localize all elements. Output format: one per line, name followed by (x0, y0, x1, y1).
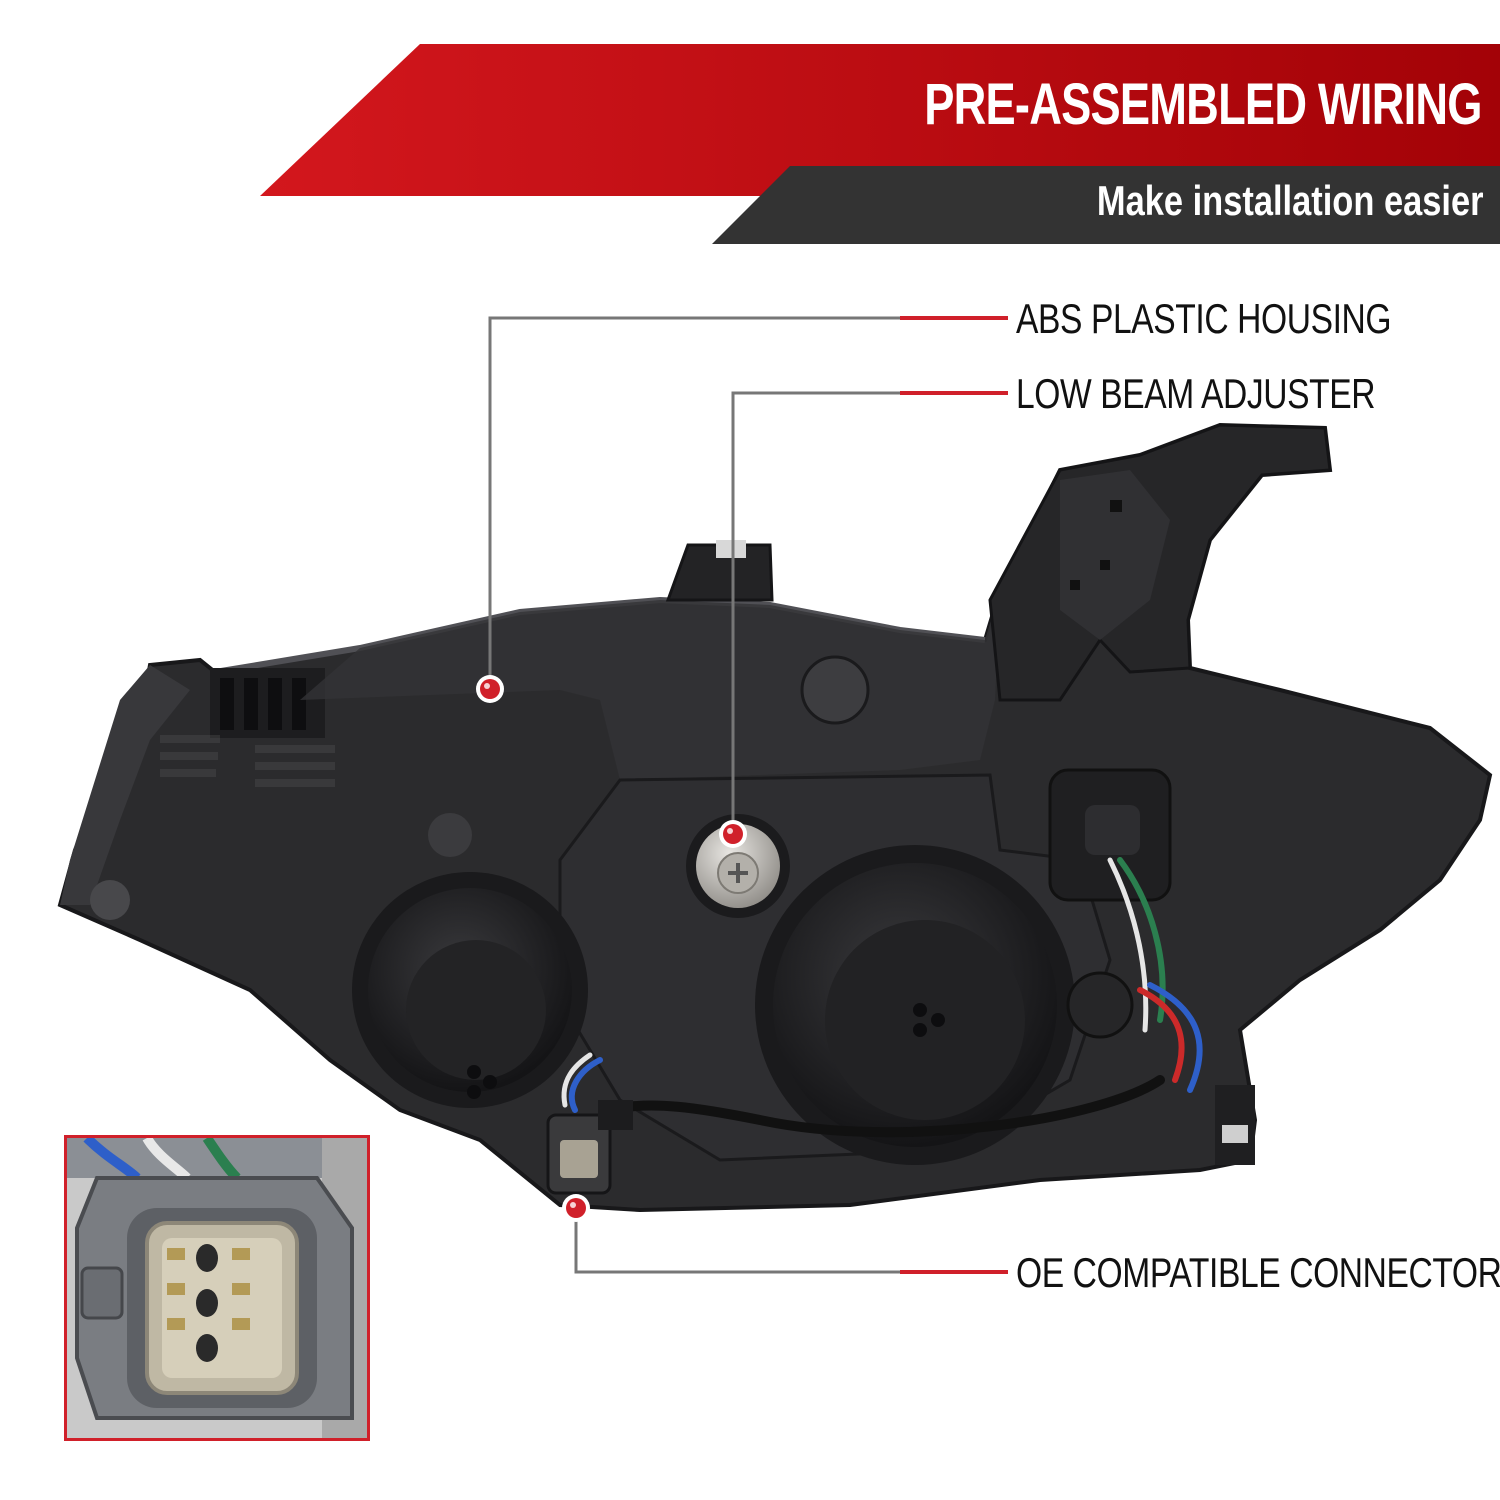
wiring-harness (561, 857, 1203, 1138)
red-dot-icon (476, 675, 504, 703)
red-dot-icon (719, 820, 747, 848)
right-bracket (988, 423, 1332, 702)
grommet-plug (800, 655, 870, 725)
turn-signal-socket (1048, 768, 1172, 1039)
lower-mount-tab (1215, 1085, 1255, 1165)
leader-line-connector (574, 1208, 1008, 1274)
page-subtitle: Make installation easier (1097, 177, 1484, 224)
red-dot-icon (562, 1194, 590, 1222)
high-beam-dust-cap (352, 872, 588, 1108)
top-mount-tab (665, 540, 774, 602)
low-beam-dust-cap (755, 845, 1075, 1165)
page-title: PRE-ASSEMBLED WIRING (924, 72, 1483, 137)
callout-label-housing: ABS PLASTIC HOUSING (1016, 295, 1392, 342)
adjuster-bolt (686, 814, 790, 918)
callout-label-adjuster: LOW BEAM ADJUSTER (1016, 370, 1376, 417)
rear-panel (300, 590, 1000, 780)
connector-closeup-image (67, 1138, 367, 1438)
connector-plug (546, 1100, 633, 1195)
grommet-plug (90, 880, 130, 920)
grommet-plug (428, 813, 472, 857)
leader-line-housing (488, 316, 1008, 685)
left-bracket (210, 668, 325, 738)
callout-label-connector: OE COMPATIBLE CONNECTOR (1016, 1249, 1500, 1296)
housing-left-lip (60, 665, 190, 905)
connector-closeup-inset (64, 1135, 370, 1441)
